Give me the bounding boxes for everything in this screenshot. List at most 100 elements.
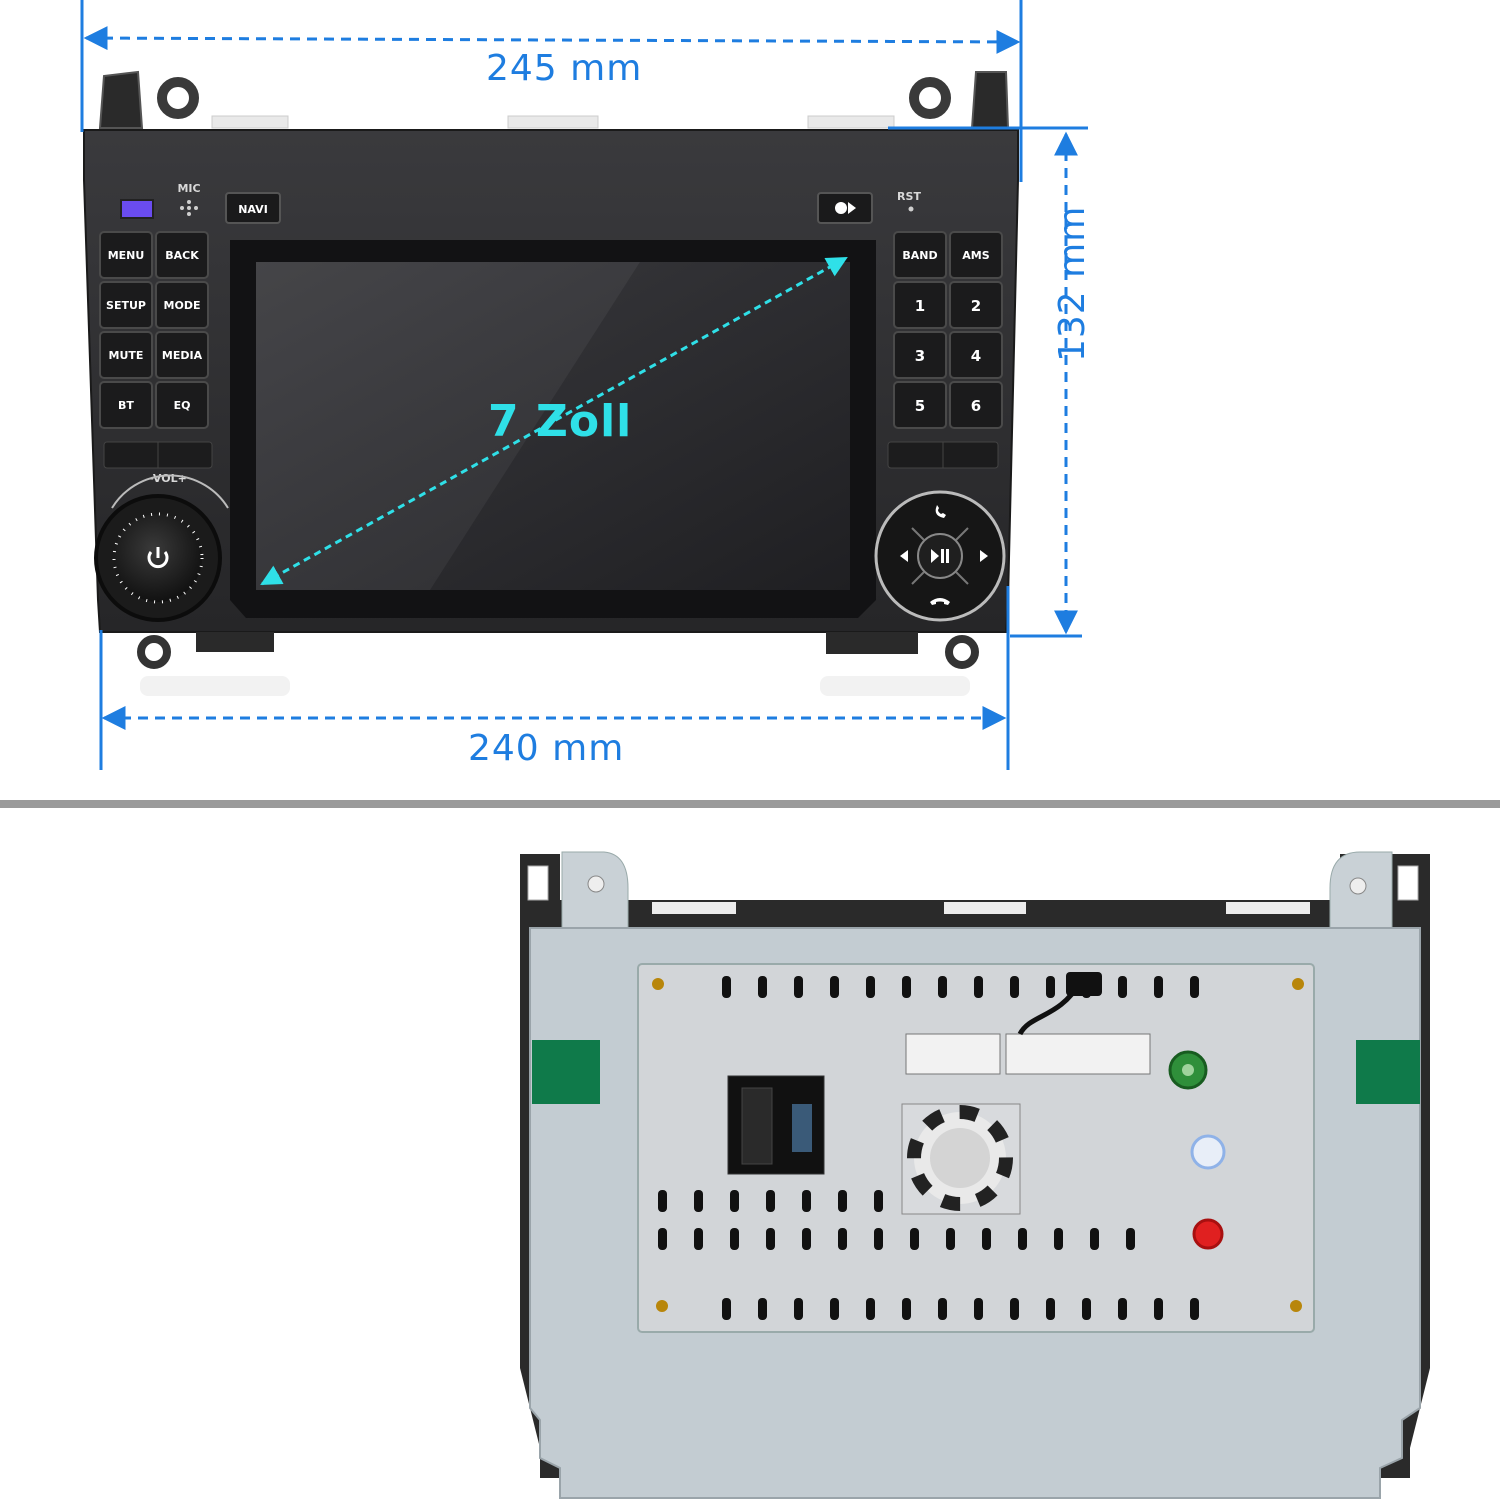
vent-slots: [658, 976, 1199, 1320]
vent-slot: [802, 1228, 811, 1250]
screen-diagonal-label: 7 Zoll: [488, 396, 633, 447]
vent-slot: [694, 1228, 703, 1250]
prev-icon[interactable]: [900, 550, 908, 562]
left-button-label: BT: [118, 399, 134, 412]
reset-hole[interactable]: [908, 206, 914, 212]
quality-sticker: [1190, 1134, 1226, 1170]
vent-slot: [866, 976, 875, 998]
left-button-label: MEDIA: [162, 349, 203, 362]
vent-slot: [1046, 976, 1055, 998]
vent-slot: [1126, 1228, 1135, 1250]
vent-slot: [1046, 1298, 1055, 1320]
vent-slot: [722, 1298, 731, 1320]
navi-button[interactable]: [225, 192, 281, 224]
navi-label: NAVI: [238, 203, 268, 216]
vent-slot: [730, 1190, 739, 1212]
vent-slot: [902, 976, 911, 998]
green-marker-left: [532, 1040, 600, 1104]
rst-label: RST: [897, 190, 921, 203]
left-button-setup[interactable]: [99, 281, 153, 329]
screws: [652, 978, 1304, 1312]
left-button-menu[interactable]: [99, 231, 153, 279]
right-button-2[interactable]: [949, 281, 1003, 329]
back-top-clips: [652, 902, 1310, 914]
vent-slot: [1054, 1228, 1063, 1250]
vent-slot: [1018, 1228, 1027, 1250]
right-button-label: AMS: [962, 249, 989, 262]
dimension-lines: [80, 0, 1088, 770]
vent-slot: [982, 1228, 991, 1250]
volume-label: -VOL+: [149, 472, 187, 485]
power-icon: [147, 547, 169, 569]
bottom-mounting-lugs: [137, 635, 979, 669]
bottom-clips: [196, 632, 918, 654]
call-answer-icon[interactable]: [935, 505, 946, 518]
vent-slot: [794, 976, 803, 998]
right-button-band[interactable]: [893, 231, 947, 279]
left-button-mute[interactable]: [99, 331, 153, 379]
diagonal-line: [260, 256, 848, 586]
left-button-eq[interactable]: [155, 381, 209, 429]
vent-slot: [830, 1298, 839, 1320]
next-icon[interactable]: [980, 550, 988, 562]
left-button-label: EQ: [174, 399, 191, 412]
mic-icon: [180, 200, 198, 216]
right-button-label: 6: [971, 397, 981, 415]
right-button-label: BAND: [902, 249, 937, 262]
vent-slot: [1154, 976, 1163, 998]
right-button-ams[interactable]: [949, 231, 1003, 279]
vent-slot: [730, 1228, 739, 1250]
bracket-right: [1329, 851, 1393, 937]
vent-slot: [910, 1228, 919, 1250]
left-button-label: MUTE: [109, 349, 144, 362]
right-button-1[interactable]: [893, 281, 947, 329]
vent-slot: [974, 976, 983, 998]
width-bottom-label: 240 mm: [468, 728, 625, 769]
height-label: 132 mm: [1052, 205, 1093, 362]
right-button-6[interactable]: [949, 381, 1003, 429]
vent-slot: [758, 976, 767, 998]
red-connector[interactable]: [1192, 1218, 1224, 1250]
right-button-4[interactable]: [949, 331, 1003, 379]
vent-slot: [974, 1298, 983, 1320]
vent-slot: [766, 1190, 775, 1212]
back-lugs: [527, 865, 1419, 901]
right-button-label: 2: [971, 297, 981, 315]
multi-pin-connector-a[interactable]: [905, 1033, 1001, 1075]
vent-slot: [658, 1228, 667, 1250]
right-button-label: 3: [915, 347, 925, 365]
left-button-bt[interactable]: [99, 381, 153, 429]
vent-slot: [838, 1228, 847, 1250]
vent-slot: [874, 1228, 883, 1250]
left-button-label: MENU: [108, 249, 145, 262]
vent-slot: [722, 976, 731, 998]
back-view-drawing: [520, 851, 1430, 1499]
right-button-3[interactable]: [893, 331, 947, 379]
multi-pin-connector-b[interactable]: [1005, 1033, 1151, 1075]
vent-slot: [1090, 1228, 1099, 1250]
right-button-label: 5: [915, 397, 925, 415]
ir-led-indicator: [120, 199, 154, 219]
vent-slot: [838, 1190, 847, 1212]
vent-slot: [946, 1228, 955, 1250]
section-divider: [0, 800, 1500, 808]
call-end-icon[interactable]: [930, 598, 950, 605]
vent-slot: [758, 1298, 767, 1320]
left-button-label: BACK: [165, 249, 199, 262]
vent-slot: [938, 976, 947, 998]
left-button-media[interactable]: [155, 331, 209, 379]
mic-label: MIC: [177, 182, 200, 195]
vent-slot: [1118, 976, 1127, 998]
eject-icon: [835, 202, 856, 214]
volume-arc: [111, 474, 229, 509]
right-button-label: 4: [971, 347, 981, 365]
right-button-5[interactable]: [893, 381, 947, 429]
left-button-back[interactable]: [155, 231, 209, 279]
left-button-mode[interactable]: [155, 281, 209, 329]
play-pause-button[interactable]: [917, 533, 963, 579]
vent-slot: [794, 1298, 803, 1320]
top-screw-rings: [157, 77, 951, 119]
vent-slot: [1154, 1298, 1163, 1320]
